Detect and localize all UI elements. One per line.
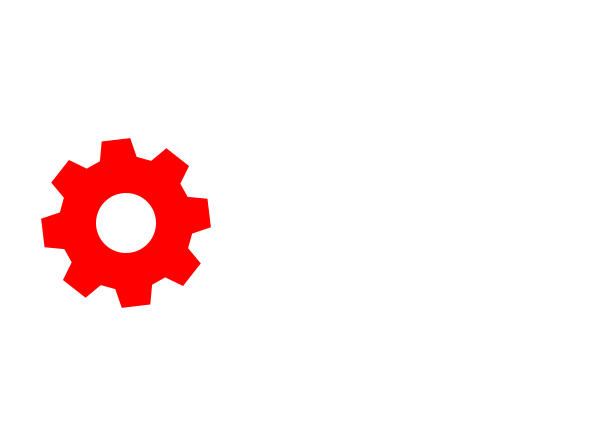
- gear-icon: [41, 138, 211, 308]
